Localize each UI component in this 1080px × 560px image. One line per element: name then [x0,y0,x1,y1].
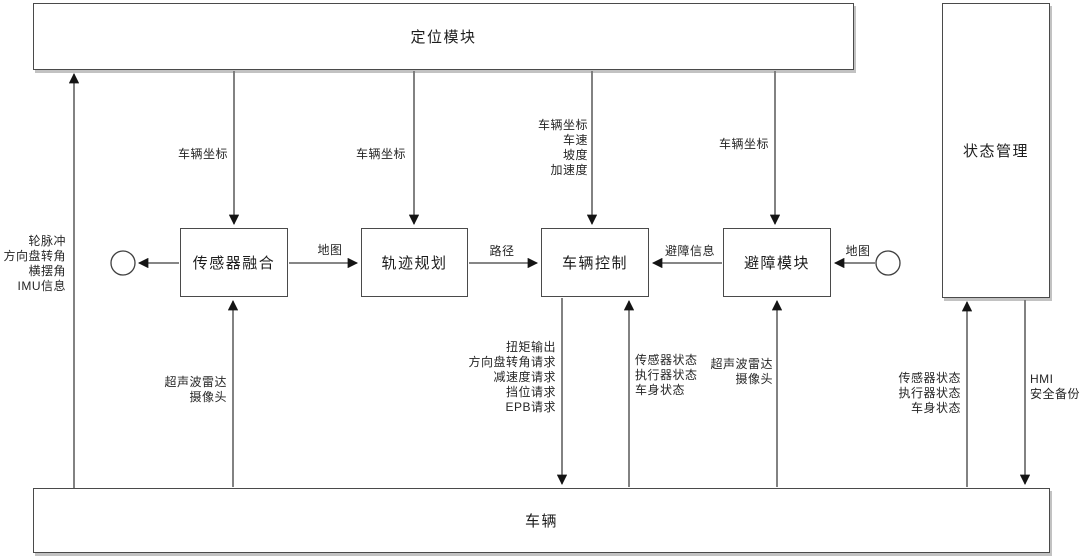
edge-label-hmi-safety: HMI 安全备份 [1030,372,1080,401]
edge-label-map-to-planning: 地图 [317,243,343,257]
module-vehicle-label: 车辆 [524,513,558,530]
connector-circle-left [110,250,136,276]
edge-label-wheel-signals: 轮脉冲 方向盘转角 横摆角 IMU信息 [3,234,66,293]
edge-label-avoidance-info: 避障信息 [664,244,715,258]
module-sensor-fusion-label: 传感器融合 [192,255,276,272]
module-state-management-label: 状态管理 [962,143,1029,160]
module-sensor-fusion: 传感器融合 [180,228,288,297]
connector-circle-right [875,250,901,276]
module-vehicle-control-label: 车辆控制 [561,255,628,272]
edge-label-vehicle-status-to-state: 传感器状态 执行器状态 车身状态 [898,371,961,415]
module-trajectory-planning-label: 轨迹规划 [381,255,448,272]
edge-label-map-to-avoidance: 地图 [845,244,871,258]
edge-label-coords-to-planning: 车辆坐标 [355,147,406,161]
module-vehicle: 车辆 [33,488,1050,553]
edge-label-coords-speed-to-control: 车辆坐标 车速 坡度 加速度 [537,118,588,177]
edge-label-path-to-control: 路径 [489,244,515,258]
module-positioning-label: 定位模块 [410,29,477,46]
module-obstacle-avoidance: 避障模块 [723,228,831,297]
module-trajectory-planning: 轨迹规划 [361,228,468,297]
module-state-management: 状态管理 [942,3,1050,298]
edge-label-ultrasonic-camera-to-avoidance: 超声波雷达 摄像头 [710,357,773,386]
module-positioning: 定位模块 [33,3,854,70]
edge-label-ultrasonic-camera-to-fusion: 超声波雷达 摄像头 [164,375,227,404]
edge-label-coords-to-fusion: 车辆坐标 [177,147,228,161]
module-vehicle-control: 车辆控制 [541,228,649,297]
module-obstacle-avoidance-label: 避障模块 [743,255,810,272]
edge-label-control-outputs: 扭矩输出 方向盘转角请求 减速度请求 挡位请求 EPB请求 [468,340,556,414]
edge-label-vehicle-status-to-control: 传感器状态 执行器状态 车身状态 [635,353,698,397]
edge-label-coords-to-avoidance: 车辆坐标 [718,137,769,151]
